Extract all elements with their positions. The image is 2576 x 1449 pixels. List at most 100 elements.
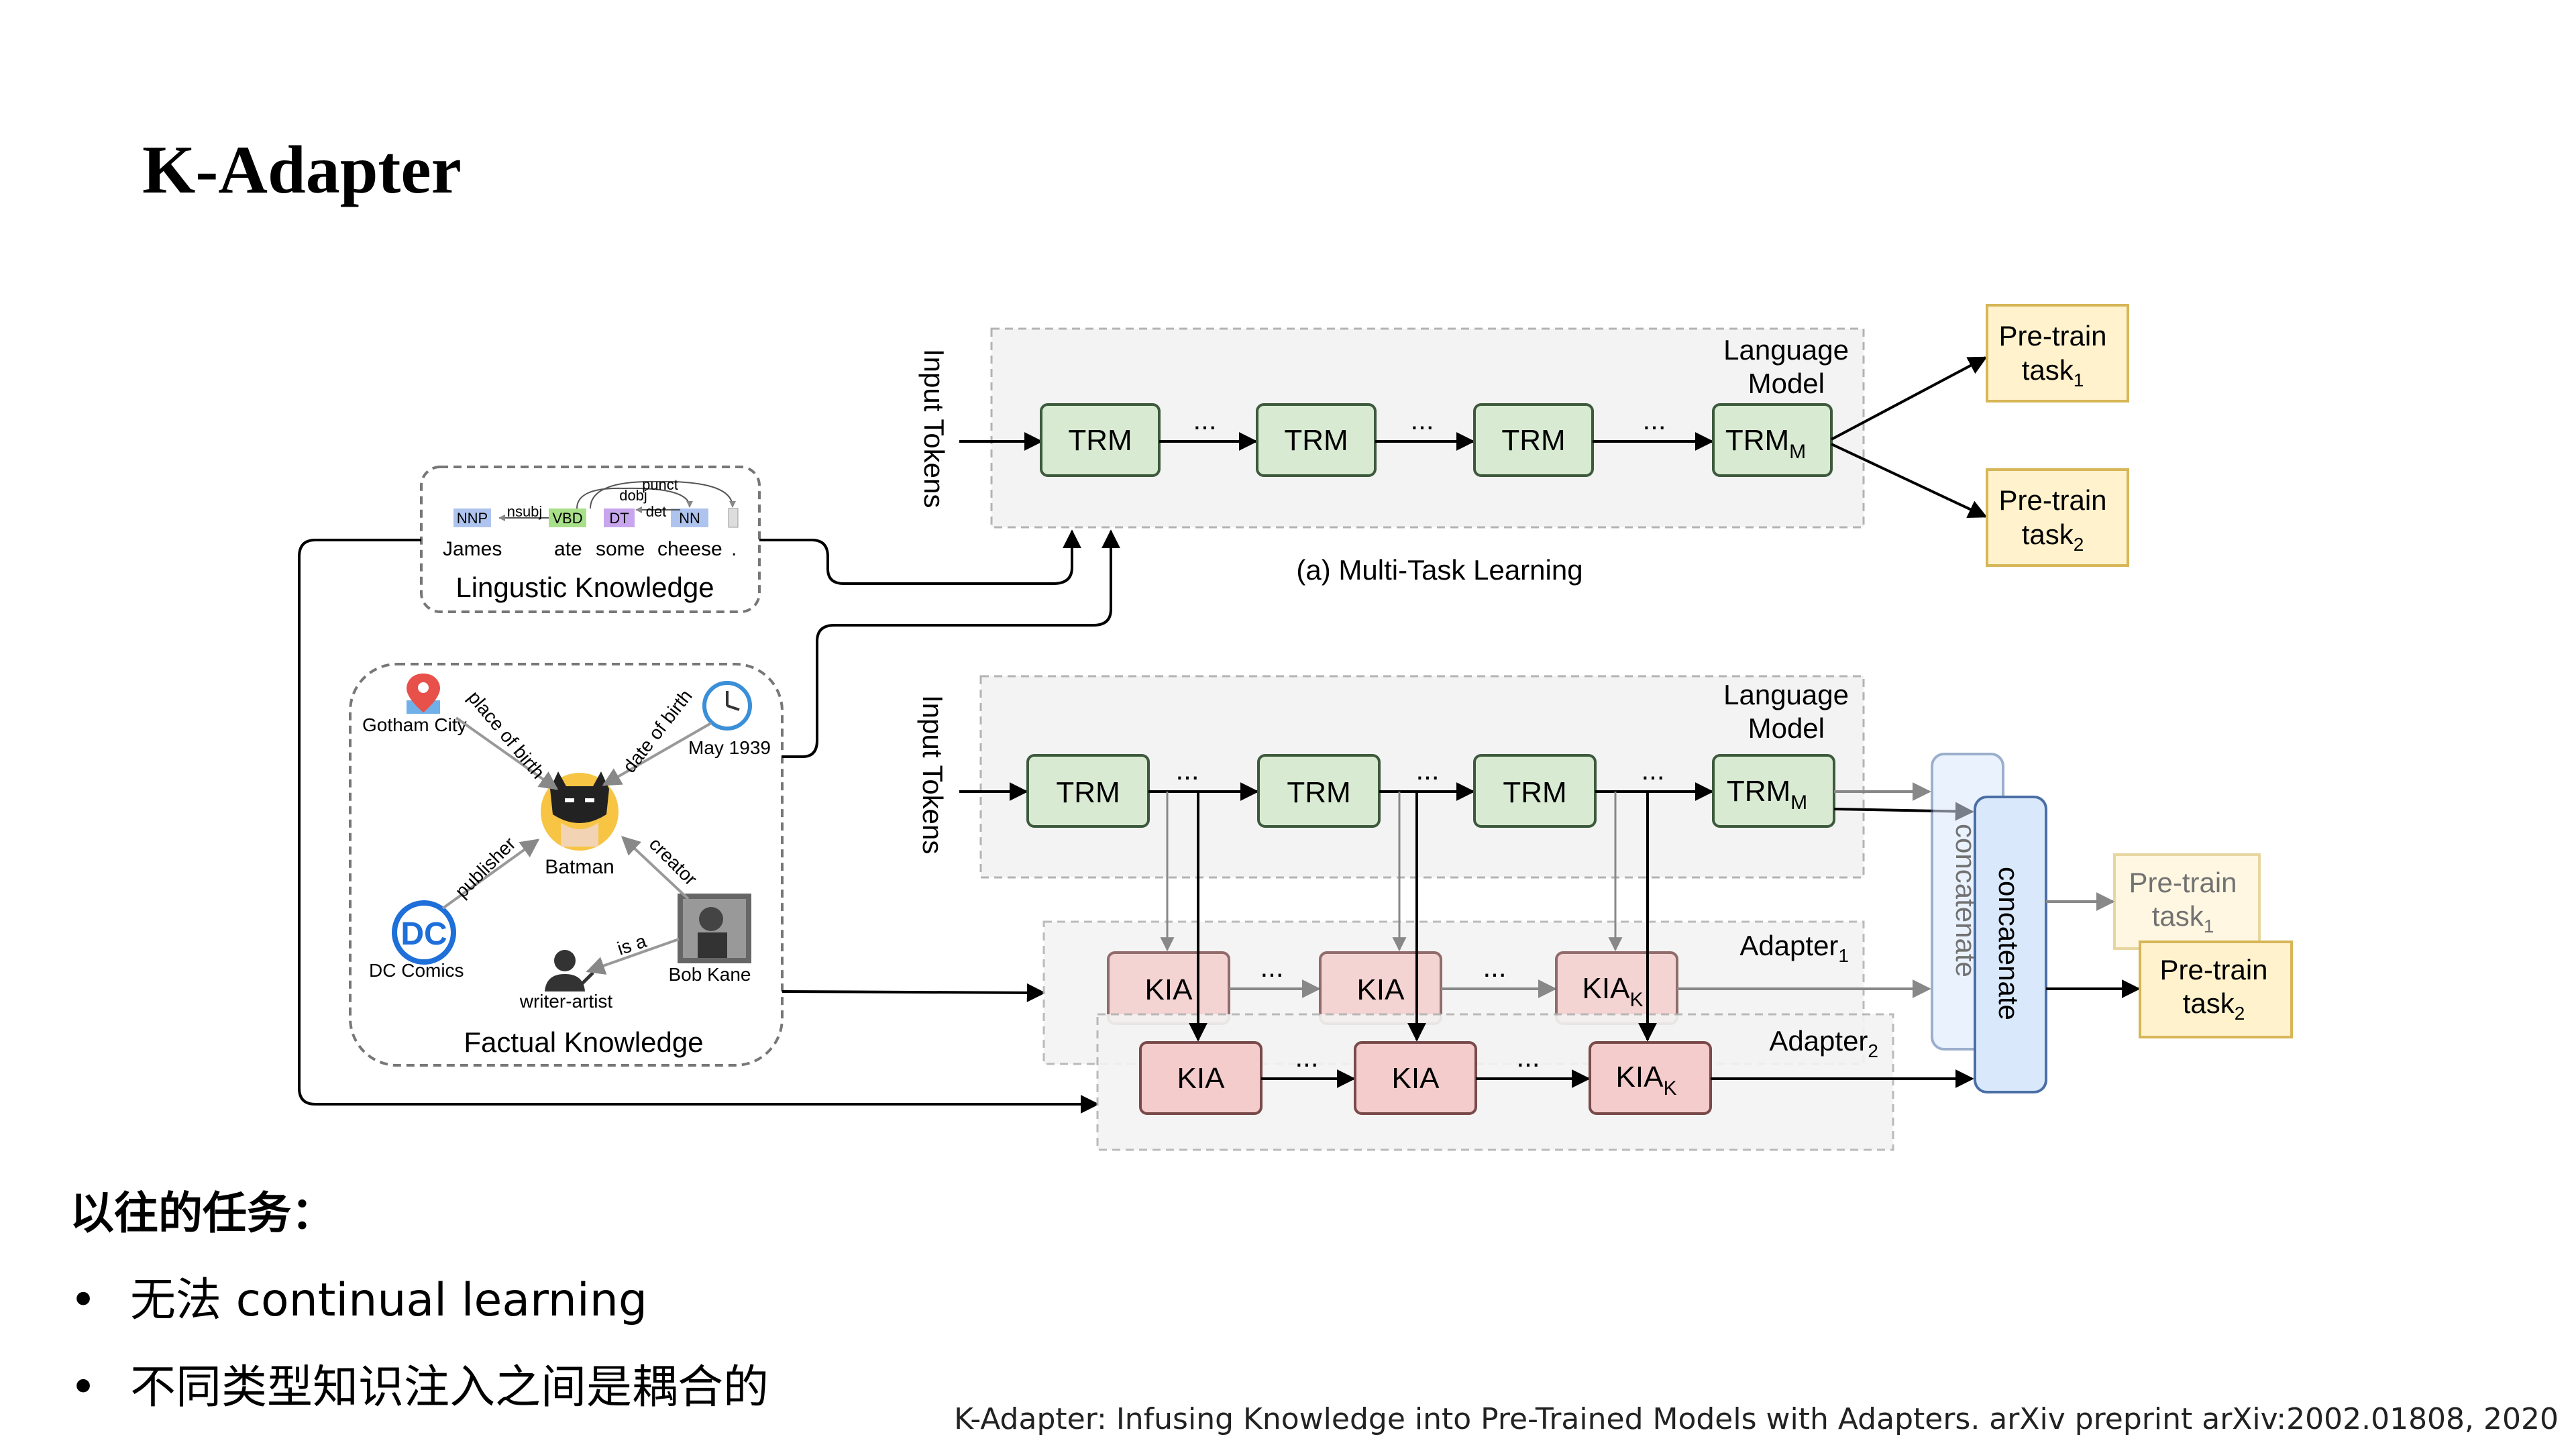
svg-text:cheese: cheese xyxy=(657,538,722,560)
clock-icon xyxy=(702,681,752,731)
input-tokens-label-top: Input Tokens xyxy=(918,349,950,508)
pretrain-task-2-bottom: Pre-train task2 xyxy=(2139,941,2293,1038)
svg-text:task2: task2 xyxy=(2183,987,2245,1024)
svg-text:James: James xyxy=(443,538,502,560)
trm-block-top-1: TRM xyxy=(1040,403,1161,477)
svg-text:NNP: NNP xyxy=(457,510,488,527)
bullet-dot: • xyxy=(70,1274,97,1327)
svg-text:ate: ate xyxy=(554,538,582,560)
svg-text:TRM: TRM xyxy=(1068,424,1132,457)
dependency-parse: NNP VBD DT NN nsubj dobj det punct xyxy=(453,476,739,528)
svg-text:TRMM: TRMM xyxy=(1727,775,1807,814)
svg-text:Pre-train: Pre-train xyxy=(1998,320,2106,352)
svg-text:concatenate: concatenate xyxy=(1993,867,2025,1020)
svg-text:Pre-train: Pre-train xyxy=(2129,867,2237,898)
svg-text:TRM: TRM xyxy=(1501,424,1565,457)
caption-multi-task: (a) Multi-Task Learning xyxy=(1296,554,1582,586)
ellipsis: ... xyxy=(1295,1041,1318,1073)
ellipsis: ... xyxy=(1175,754,1199,786)
trm-block-top-2: TRM xyxy=(1256,403,1377,477)
svg-text:Pre-train: Pre-train xyxy=(1998,484,2106,516)
map-pin-icon xyxy=(407,674,440,714)
node-dc-comics: DC Comics xyxy=(369,960,464,981)
kia-block-a2-2: KIA xyxy=(1354,1041,1477,1115)
svg-text:KIAK: KIAK xyxy=(1616,1061,1677,1099)
svg-text:task1: task1 xyxy=(2152,900,2214,936)
svg-text:det: det xyxy=(646,503,667,520)
slide-title: K-Adapter xyxy=(142,132,462,208)
svg-text:NN: NN xyxy=(679,510,700,527)
ellipsis: ... xyxy=(1410,404,1434,435)
language-model-label-top-1: Language xyxy=(1723,334,1849,366)
ellipsis: ... xyxy=(1516,1041,1540,1073)
linguistic-knowledge-title: Lingustic Knowledge xyxy=(455,572,714,603)
svg-text:punct: punct xyxy=(642,476,678,493)
batman-icon xyxy=(541,771,619,851)
svg-text:dobj: dobj xyxy=(619,487,647,504)
ellipsis: ... xyxy=(1641,754,1664,786)
svg-text:nsubj: nsubj xyxy=(507,503,543,520)
section-heading: 以往的任务： xyxy=(70,1187,335,1239)
node-batman: Batman xyxy=(545,856,614,878)
factual-knowledge-title: Factual Knowledge xyxy=(464,1026,703,1058)
ellipsis: ... xyxy=(1260,951,1283,983)
adapter-2-label: Adapter2 xyxy=(1769,1025,1878,1061)
node-writer-artist: writer-artist xyxy=(519,991,613,1012)
svg-text:KIA: KIA xyxy=(1145,973,1193,1006)
kia-block-a1-1: KIA xyxy=(1107,951,1230,1025)
node-may-1939: May 1939 xyxy=(688,737,771,758)
svg-text:TRMM: TRMM xyxy=(1725,424,1806,463)
pretrain-task-1-top: Pre-train task1 xyxy=(1986,304,2129,402)
kia-k-block-a1: KIAK xyxy=(1555,951,1678,1025)
concatenate-block-2: concatenate xyxy=(1974,796,2047,1093)
trm-m-block-top: TRMM xyxy=(1712,403,1833,477)
pretrain-task-1-bottom: Pre-train task1 xyxy=(2113,853,2261,950)
pretrain-task-2-top: Pre-train task2 xyxy=(1986,468,2129,567)
ellipsis: ... xyxy=(1483,951,1506,983)
trm-block-bottom-2: TRM xyxy=(1257,754,1381,828)
trm-block-bottom-1: TRM xyxy=(1026,754,1150,828)
trm-block-top-3: TRM xyxy=(1473,403,1594,477)
bullet-text: 不同类型知识注入之间是耦合的 xyxy=(130,1361,769,1414)
svg-text:VBD: VBD xyxy=(552,510,582,527)
kia-k-block-a2: KIAK xyxy=(1589,1041,1712,1115)
svg-text:TRM: TRM xyxy=(1503,776,1566,809)
parse-words: James ate some cheese . xyxy=(443,538,737,560)
language-model-label-top-2: Model xyxy=(1748,368,1825,399)
svg-text:task1: task1 xyxy=(2022,354,2084,390)
factual-knowledge-box xyxy=(349,663,784,1067)
svg-text:KIA: KIA xyxy=(1357,973,1405,1006)
trm-block-bottom-3: TRM xyxy=(1473,754,1597,828)
kia-block-a1-2: KIA xyxy=(1319,951,1442,1025)
svg-text:KIA: KIA xyxy=(1392,1062,1440,1095)
ellipsis: ... xyxy=(1415,754,1439,786)
svg-text:.: . xyxy=(731,538,737,560)
ellipsis: ... xyxy=(1193,404,1216,435)
bullet-text: 无法 continual learning xyxy=(130,1274,648,1327)
language-model-label-bottom-2: Model xyxy=(1748,712,1825,744)
svg-text:KIAK: KIAK xyxy=(1582,972,1644,1011)
node-bob-kane: Bob Kane xyxy=(669,964,751,985)
svg-text:task2: task2 xyxy=(2022,519,2084,555)
bullet-dot: • xyxy=(70,1361,97,1414)
bullet-item: • 无法 continual learning xyxy=(70,1263,647,1329)
svg-text:TRM: TRM xyxy=(1287,776,1350,809)
trm-m-block-bottom: TRMM xyxy=(1712,754,1835,828)
writer-icon xyxy=(545,950,594,991)
svg-text:TRM: TRM xyxy=(1056,776,1120,809)
svg-text:DT: DT xyxy=(609,510,629,527)
bullet-item: • 不同类型知识注入之间是耦合的 xyxy=(70,1350,769,1416)
svg-text:some: some xyxy=(596,538,645,560)
person-photo-icon xyxy=(678,894,751,963)
adapter-1-label: Adapter1 xyxy=(1739,930,1849,966)
svg-text:Pre-train: Pre-train xyxy=(2159,954,2267,985)
kia-block-a2-1: KIA xyxy=(1139,1041,1263,1115)
svg-text:DC: DC xyxy=(400,916,447,952)
ellipsis: ... xyxy=(1642,404,1666,435)
citation: K-Adapter: Infusing Knowledge into Pre-T… xyxy=(954,1402,2559,1436)
input-tokens-label-bottom: Input Tokens xyxy=(917,695,949,854)
svg-text:KIA: KIA xyxy=(1177,1062,1226,1095)
language-model-label-bottom-1: Language xyxy=(1723,679,1849,710)
svg-text:TRM: TRM xyxy=(1284,424,1348,457)
